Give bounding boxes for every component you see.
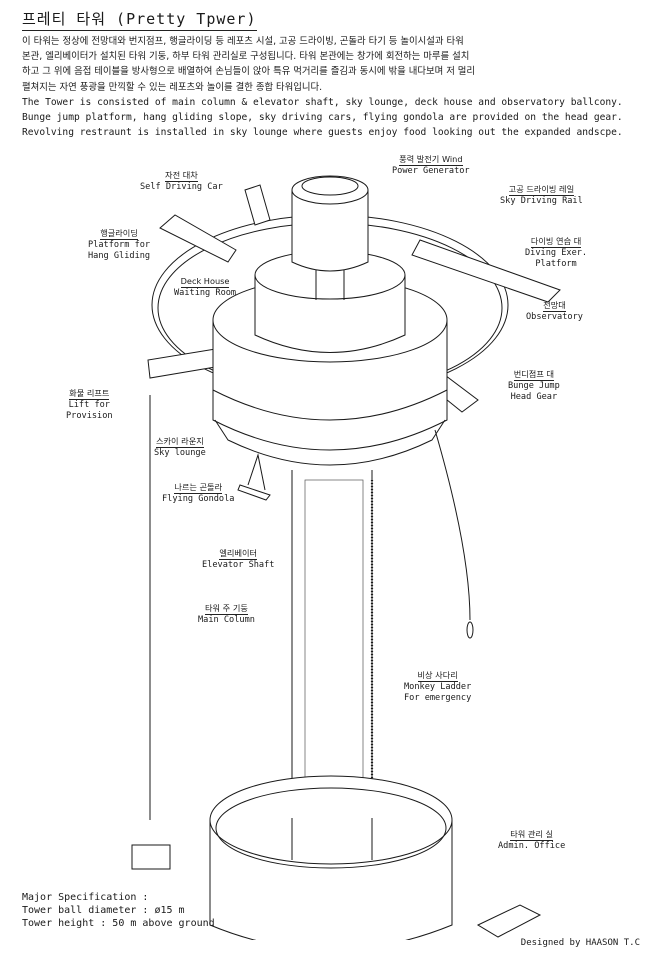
intro-en-line: Bunge jump platform, hang gliding slope,…	[22, 112, 623, 124]
page-title: 프레티 타워 (Pretty Tpwer)	[22, 8, 257, 31]
label-flying-gondola: 나르는 곤돌라 Flying Gondola	[162, 482, 235, 504]
label-lift: 화물 리프트 Lift for Provision	[66, 388, 113, 421]
intro-ko-line: 하고 그 위에 음접 테이블을 방사형으로 배열하여 손님들이 앉아 특유 먹거…	[22, 66, 476, 78]
label-sky-lounge: 스카이 라운지 Sky lounge	[154, 436, 206, 458]
spec-diameter: Tower ball diameter : ø15 m	[22, 905, 185, 916]
label-wind-power: 풍력 발전기 Wind Power Generator	[392, 154, 470, 176]
tower-diagram	[131, 175, 561, 940]
admin-office-base	[209, 775, 453, 940]
label-self-driving-car: 자전 대차 Self Driving Car	[140, 170, 223, 192]
spec-height: Tower height : 50 m above ground	[22, 918, 215, 929]
label-observatory: 전망대 Observatory	[526, 300, 583, 322]
lift-cage-shape	[131, 395, 171, 870]
deck-house	[254, 250, 406, 353]
car-shape	[476, 904, 542, 938]
intro-ko-line: 본관, 엘리베이터가 설치된 타워 기둥, 하부 타워 관리실로 구성됩니다. …	[22, 51, 470, 63]
label-main-column: 타워 주 기둥 Main Column	[198, 603, 255, 625]
label-admin-office: 타워 관리 실 Admin. Office	[498, 829, 566, 851]
intro-en-line: The Tower is consisted of main column & …	[22, 96, 623, 108]
intro-en-line: Revolving restraunt is installed in sky …	[22, 127, 623, 139]
designer-credit: Designed by HAASON T.C	[520, 938, 640, 948]
label-hang-gliding: 행글라이딩 Platform for Hang Gliding	[88, 228, 151, 261]
label-elevator: 엘리베이터 Elevator Shaft	[202, 548, 275, 570]
label-deck-house: Deck House Waiting Room	[174, 276, 237, 298]
label-diving-platform: 다이빙 연습 대 Diving Exer. Platform	[525, 236, 588, 269]
intro-ko-line: 펼쳐지는 자연 풍광을 만끽할 수 있는 레포츠와 놀이를 결한 종합 타워입니…	[22, 81, 323, 93]
intro-ko-line: 이 타워는 정상에 전망대와 번지점프, 행글라이딩 등 레포츠 시설, 고공 …	[22, 36, 464, 47]
spec-heading: Major Specification :	[22, 892, 149, 903]
bunge-rope	[434, 429, 474, 639]
label-sky-driving-rail: 고공 드라이빙 레일 Sky Driving Rail	[500, 184, 583, 206]
intro-text: 이 타워는 정상에 전망대와 번지점프, 행글라이딩 등 레포츠 시설, 고공 …	[22, 34, 634, 140]
major-specification: Major Specification : Tower ball diamete…	[22, 891, 215, 930]
label-monkey-ladder: 비상 사다리 Monkey Ladder For emergency	[404, 670, 472, 703]
label-bunge-jump: 번디점프 대 Bunge Jump Head Gear	[508, 369, 560, 402]
wind-power-generator	[291, 175, 369, 300]
flying-gondola-shape	[237, 453, 271, 501]
